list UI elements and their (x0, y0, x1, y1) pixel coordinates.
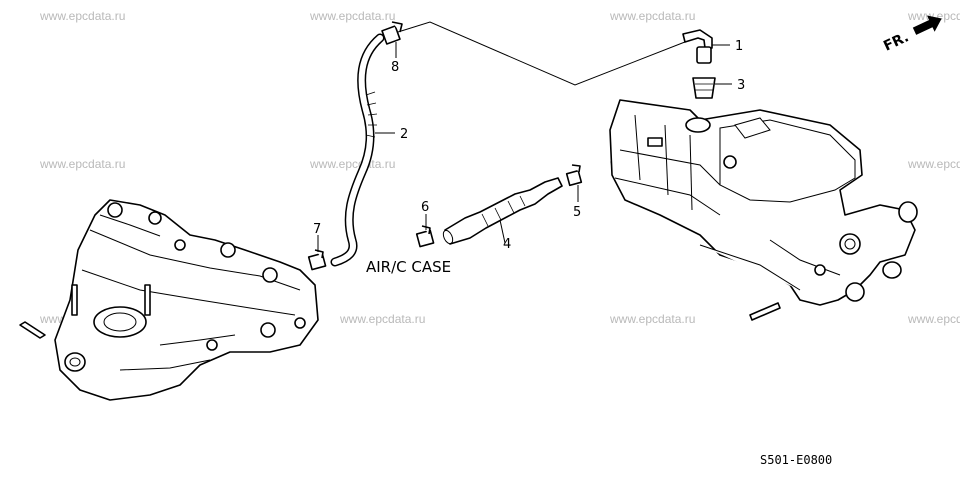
cylinder-head-assembly (609, 99, 918, 321)
watermark: www.epcdata.ru (609, 312, 695, 326)
callout-5: 5 (573, 205, 581, 220)
air-cleaner-case-label: AIR/C CASE (366, 258, 451, 276)
front-arrow-icon (912, 15, 942, 35)
watermark: www.epcdata.ru (309, 157, 395, 171)
watermark: www.epcdata.ru (39, 157, 125, 171)
callout-6: 6 (421, 200, 429, 215)
part-3-grommet (692, 77, 732, 99)
part-6-hose-clip (415, 214, 435, 248)
part-2-pcv-hose (330, 33, 395, 267)
callout-2: 2 (400, 127, 408, 142)
callout-4: 4 (503, 237, 511, 252)
direction-label: FR. (881, 29, 911, 54)
intake-manifold (19, 199, 319, 401)
watermark: www.epcdata.ru (309, 9, 395, 23)
part-1-pcv-valve (682, 29, 730, 64)
part-4-breather-hose (442, 177, 563, 245)
part-5-hose-clip (565, 164, 583, 202)
watermark: www.epcdata.ru (907, 9, 960, 23)
callout-labels: 1 2 3 4 5 6 7 8 (313, 39, 745, 252)
watermark: www.epcdata.ru (39, 9, 125, 23)
callout-1: 1 (735, 39, 743, 54)
callout-3: 3 (737, 78, 745, 93)
watermark: www.epcdata.ru (907, 157, 960, 171)
part-7-hose-clip (307, 235, 327, 271)
watermark: www.epcdata.ru (339, 312, 425, 326)
watermark: www.epcdata.ru (609, 9, 695, 23)
callout-7: 7 (313, 222, 321, 237)
watermark: www.epcdata.ru (907, 312, 960, 326)
part-8-hose-clip (381, 21, 403, 58)
diagram-code: S501-E0800 (760, 453, 832, 467)
callout-8: 8 (391, 60, 399, 75)
pcv-leader-line (397, 21, 691, 86)
